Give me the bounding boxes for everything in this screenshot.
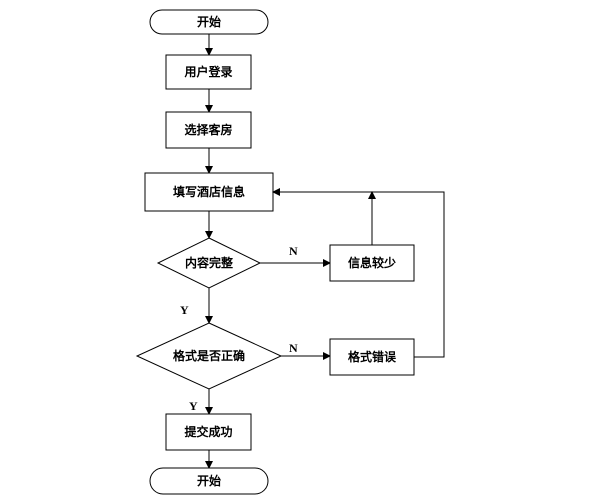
end-terminator: 开始 bbox=[149, 467, 269, 495]
login-process: 用户登录 bbox=[165, 54, 252, 90]
format-decision: 格式是否正确 bbox=[135, 322, 283, 390]
start-label: 开始 bbox=[197, 14, 221, 29]
complete-decision-label: 内容完整 bbox=[185, 255, 233, 270]
submit-success-process: 提交成功 bbox=[165, 413, 252, 451]
info-lacking-process: 信息较少 bbox=[329, 244, 415, 282]
edge-error-back bbox=[272, 188, 445, 358]
format-decision-label: 格式是否正确 bbox=[173, 348, 245, 363]
submit-success-label: 提交成功 bbox=[184, 424, 232, 439]
complete-no-label: N bbox=[289, 244, 298, 258]
fill-info-process: 填写酒店信息 bbox=[144, 172, 274, 212]
select-room-process: 选择客房 bbox=[165, 111, 252, 149]
format-no-label: N bbox=[289, 341, 298, 355]
format-error-process: 格式错误 bbox=[329, 338, 415, 376]
end-label: 开始 bbox=[197, 473, 221, 488]
format-error-label: 格式错误 bbox=[348, 349, 397, 364]
info-lacking-label: 信息较少 bbox=[348, 255, 396, 270]
format-yes-label: Y bbox=[189, 399, 198, 413]
login-label: 用户登录 bbox=[183, 64, 232, 79]
fill-info-label: 填写酒店信息 bbox=[173, 184, 245, 199]
complete-decision: 内容完整 bbox=[156, 237, 262, 289]
select-room-label: 选择客房 bbox=[184, 122, 232, 137]
complete-yes-label: Y bbox=[180, 303, 189, 317]
start-terminator: 开始 bbox=[149, 9, 269, 35]
